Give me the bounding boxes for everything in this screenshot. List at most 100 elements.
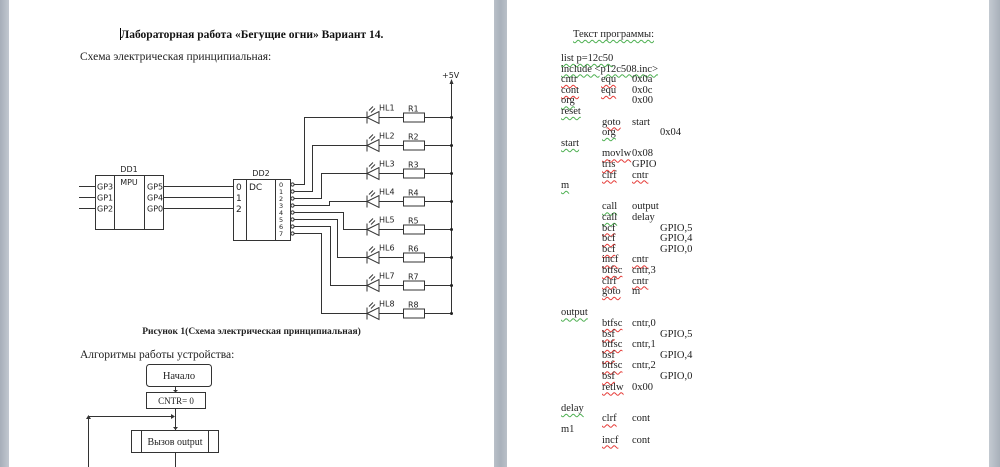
- dd1-output-gp4: GP4: [147, 194, 163, 203]
- resistor-icon: [403, 196, 425, 207]
- dd2-output-0: 0: [279, 181, 283, 189]
- wire-output-5: [294, 219, 367, 258]
- dd2-output-7: 7: [279, 230, 283, 238]
- led-light-arrow: [368, 218, 374, 223]
- code-mnemonic: bsf: [602, 328, 615, 340]
- dd1-input-gp2: GP2: [97, 205, 113, 214]
- resistor-icon: [403, 308, 425, 319]
- code-label: m: [561, 180, 570, 192]
- code-line: start: [507, 138, 987, 150]
- algorithm-heading: Алгоритмы работы устройства:: [80, 349, 235, 361]
- code-operand: cont: [632, 434, 651, 446]
- code-operand: cont: [632, 413, 651, 425]
- led-label: HL1: [379, 104, 395, 113]
- resistor-icon: [403, 140, 425, 151]
- flow-arrowhead-loop-up: [86, 415, 91, 419]
- dd2-input-1: 1: [236, 194, 242, 204]
- code-label: cont: [561, 84, 580, 96]
- code-operand: cntr: [632, 275, 649, 287]
- code-operand: 0x08: [632, 148, 653, 160]
- dd2-output-4: 4: [279, 209, 283, 217]
- dd2-output-1: 1: [279, 188, 283, 196]
- supply-label: +5V: [442, 71, 460, 80]
- resistor-label: R5: [408, 217, 419, 226]
- code-operand: start: [632, 116, 651, 128]
- code-label: include <p12c508.inc>: [561, 63, 658, 75]
- led-label: HL6: [379, 244, 395, 253]
- code-mnemonic: btfsc: [602, 318, 623, 329]
- flow-start-terminal: [146, 364, 212, 387]
- document-page-1[interactable]: Лабораторная работа «Бегущие огни» Вариа…: [9, 0, 494, 467]
- code-operand: 0x00: [632, 381, 653, 393]
- flow-init-text: CNTR= 0: [158, 396, 194, 406]
- resistor-label: R1: [408, 105, 419, 114]
- code-line: delay: [507, 403, 987, 415]
- code-mnemonic: bcf: [602, 222, 616, 234]
- junction-dot: [450, 172, 453, 175]
- document-title: Лабораторная работа «Бегущие огни» Вариа…: [9, 28, 494, 41]
- wire-output-4: [294, 212, 367, 230]
- led-light-arrow: [368, 274, 374, 279]
- figure-caption: Рисунок 1(Схема электрическая принципиал…: [142, 327, 361, 337]
- code-mnemonic: incf: [602, 434, 619, 446]
- led-light-arrow: [370, 276, 376, 281]
- text-cursor: [119, 28, 121, 40]
- flow-arrowhead-1: [173, 390, 178, 393]
- flow-call-subprocess: [131, 430, 219, 453]
- code-operand: GPIO,5: [660, 328, 693, 340]
- right-gutter-scroll-area[interactable]: [989, 0, 1000, 467]
- code-label: cntr: [561, 74, 578, 86]
- code-mnemonic: bsf: [602, 349, 615, 361]
- led-light-arrow: [370, 164, 376, 169]
- code-mnemonic: btfsc: [602, 265, 623, 276]
- dd1-input-gp3: GP3: [97, 183, 113, 192]
- left-gutter: [0, 0, 9, 467]
- wire-output-0: [294, 117, 367, 185]
- code-line: incf cont: [507, 435, 987, 447]
- code-mnemonic: bcf: [602, 233, 616, 245]
- code-operand: m: [632, 286, 641, 298]
- led-label: HL5: [379, 216, 395, 225]
- code-operand: GPIO,0: [660, 243, 693, 255]
- code-line: retlw 0x00: [507, 382, 987, 394]
- led-label: HL8: [379, 300, 395, 309]
- led-light-arrow: [370, 108, 376, 113]
- wire-output-6: [294, 226, 367, 286]
- led-label: HL2: [379, 132, 395, 141]
- junction-dot: [450, 144, 453, 147]
- code-line: clrf cont: [507, 413, 987, 425]
- resistor-icon: [403, 168, 425, 179]
- code-mnemonic: bsf: [602, 371, 615, 382]
- code-operand: GPIO,4: [660, 233, 693, 245]
- code-operand: cntr,0: [632, 318, 656, 329]
- code-mnemonic: retlw: [602, 381, 624, 393]
- led-light-arrow: [370, 220, 376, 225]
- dd2-ref: DD2: [252, 169, 269, 178]
- flow-arrowhead-2: [173, 427, 178, 430]
- resistor-label: R4: [408, 189, 419, 198]
- code-mnemonic: clrf: [602, 413, 617, 425]
- junction-dot: [450, 256, 453, 259]
- led-light-arrow: [370, 248, 376, 253]
- code-mnemonic: movlw: [602, 148, 632, 160]
- dd2-type: DC: [249, 183, 262, 193]
- dd2-output-2: 2: [279, 195, 283, 203]
- code-label: list p=12c50: [561, 53, 614, 64]
- wire-output-7: [294, 233, 367, 314]
- resistor-icon: [403, 280, 425, 291]
- dd2-output-5: 5: [279, 216, 283, 224]
